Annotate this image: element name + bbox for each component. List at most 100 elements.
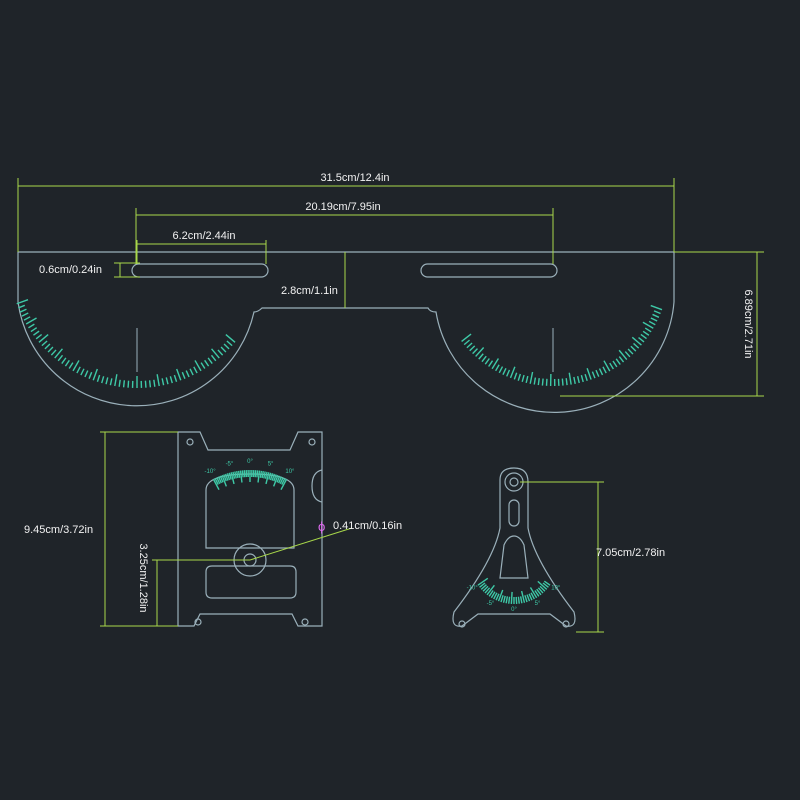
- scale-tick: [21, 312, 29, 317]
- scale-tick: [537, 587, 544, 594]
- scale-tick: [624, 351, 631, 358]
- scale-tick: [502, 368, 507, 375]
- diameter-symbol: ϕ: [318, 519, 325, 534]
- scale-tick: [543, 580, 551, 586]
- scale-tick: [609, 362, 614, 370]
- scale-tick: [223, 343, 230, 350]
- scale-tick: [278, 476, 283, 484]
- frame-window-top: [205, 473, 295, 549]
- scale-tick: [615, 358, 621, 365]
- scale-tick: [484, 358, 490, 365]
- scale-tick: [491, 358, 499, 370]
- scale-tick: [16, 299, 29, 305]
- scale-tick: [221, 474, 228, 487]
- scale-tick: [254, 470, 257, 478]
- scale-tick: [88, 371, 93, 379]
- scale-tick: [586, 368, 592, 380]
- scale-tick: [194, 360, 202, 372]
- scale-tick: [576, 376, 580, 384]
- scale-tick: [520, 590, 526, 603]
- scale-tick: [524, 595, 528, 603]
- dim-pendulum-height-label: 7.05cm/2.78in: [596, 547, 665, 559]
- scale-tick: [226, 473, 231, 481]
- scale-tick: [185, 370, 190, 378]
- scale-tick: [463, 339, 470, 346]
- scale-tick: [236, 471, 239, 479]
- scale-tick: [193, 366, 198, 374]
- scale-tick: [573, 376, 576, 384]
- scale-tick: [542, 582, 549, 588]
- scale-tick: [644, 327, 652, 333]
- scale-tick: [263, 471, 266, 479]
- scale-tick: [96, 374, 101, 382]
- pendulum-pivot-inner: [509, 477, 519, 487]
- scale-tick: [212, 478, 220, 491]
- scale-tick: [490, 591, 496, 599]
- scale-tick: [230, 472, 235, 485]
- scale-tick: [176, 368, 182, 381]
- scale-tick: [525, 375, 529, 384]
- scale-tick: [488, 590, 494, 597]
- scale-tick: [19, 308, 27, 313]
- ruler-gauge: [16, 251, 675, 413]
- scale-tick: [521, 374, 525, 383]
- scale-tick: [517, 596, 520, 604]
- scale-tick: [272, 474, 279, 487]
- scale-tick: [169, 376, 173, 384]
- dim-hole-diameter-label: 0.41cm/0.16in: [333, 520, 402, 532]
- scale-tick: [618, 349, 628, 360]
- scale-tick: [114, 374, 118, 387]
- dim-slot-width: [114, 262, 140, 278]
- scale-tick: [513, 372, 518, 380]
- scale-tick: [534, 590, 540, 597]
- scale-label: 0°: [511, 607, 517, 613]
- scale-tick: [650, 304, 663, 311]
- scale-label: 0°: [247, 459, 253, 465]
- scale-tick: [281, 477, 286, 485]
- scale-tick: [493, 592, 498, 600]
- dim-bridge-height-label: 2.8cm/1.1in: [281, 285, 338, 297]
- scale-tick: [650, 317, 658, 322]
- scale-tick: [61, 357, 67, 364]
- dim-center-to-bottom-label: 3.25cm/1.28in: [137, 543, 149, 612]
- dim-slot-length: [136, 240, 267, 264]
- scale-tick: [105, 377, 109, 385]
- scale-tick: [118, 379, 121, 387]
- right-slot: [420, 263, 558, 278]
- scale-tick: [478, 353, 484, 360]
- scale-tick: [38, 334, 49, 343]
- scale-tick: [211, 348, 220, 359]
- scale-tick: [265, 472, 270, 485]
- scale-tick: [256, 470, 259, 478]
- scale-tick: [561, 378, 564, 386]
- frame-degree-scale: -10°-5°0°5°10°: [205, 459, 295, 491]
- scale-tick: [50, 349, 57, 356]
- frame-hole-top-left: [186, 438, 194, 446]
- scale-tick: [603, 360, 611, 372]
- scale-tick: [228, 472, 232, 480]
- scale-tick: [517, 373, 522, 381]
- dim-overall-height: [560, 251, 764, 397]
- scale-tick: [602, 366, 607, 374]
- scale-tick: [257, 470, 261, 483]
- scale-tick: [181, 371, 186, 379]
- dim-slot-length-label: 6.2cm/2.44in: [173, 230, 236, 242]
- scale-tick: [153, 379, 156, 387]
- scale-tick: [529, 371, 534, 384]
- scale-tick: [472, 348, 478, 355]
- dim-slot-spacing-label: 20.19cm/7.95in: [305, 201, 380, 213]
- scale-tick: [479, 582, 486, 588]
- scale-tick: [537, 580, 548, 590]
- dim-frame-height-label: 9.45cm/3.72in: [24, 524, 93, 536]
- scale-tick: [76, 366, 81, 374]
- scale-tick: [219, 475, 224, 483]
- scale-tick: [638, 337, 645, 343]
- scale-tick: [502, 595, 506, 603]
- dim-hole-leader: [249, 527, 353, 561]
- scale-tick: [642, 321, 654, 329]
- scale-label: -10°: [205, 469, 217, 475]
- scale-tick: [477, 577, 489, 586]
- scale-tick: [568, 372, 572, 385]
- scale-tick: [264, 471, 268, 479]
- scale-tick: [633, 342, 640, 349]
